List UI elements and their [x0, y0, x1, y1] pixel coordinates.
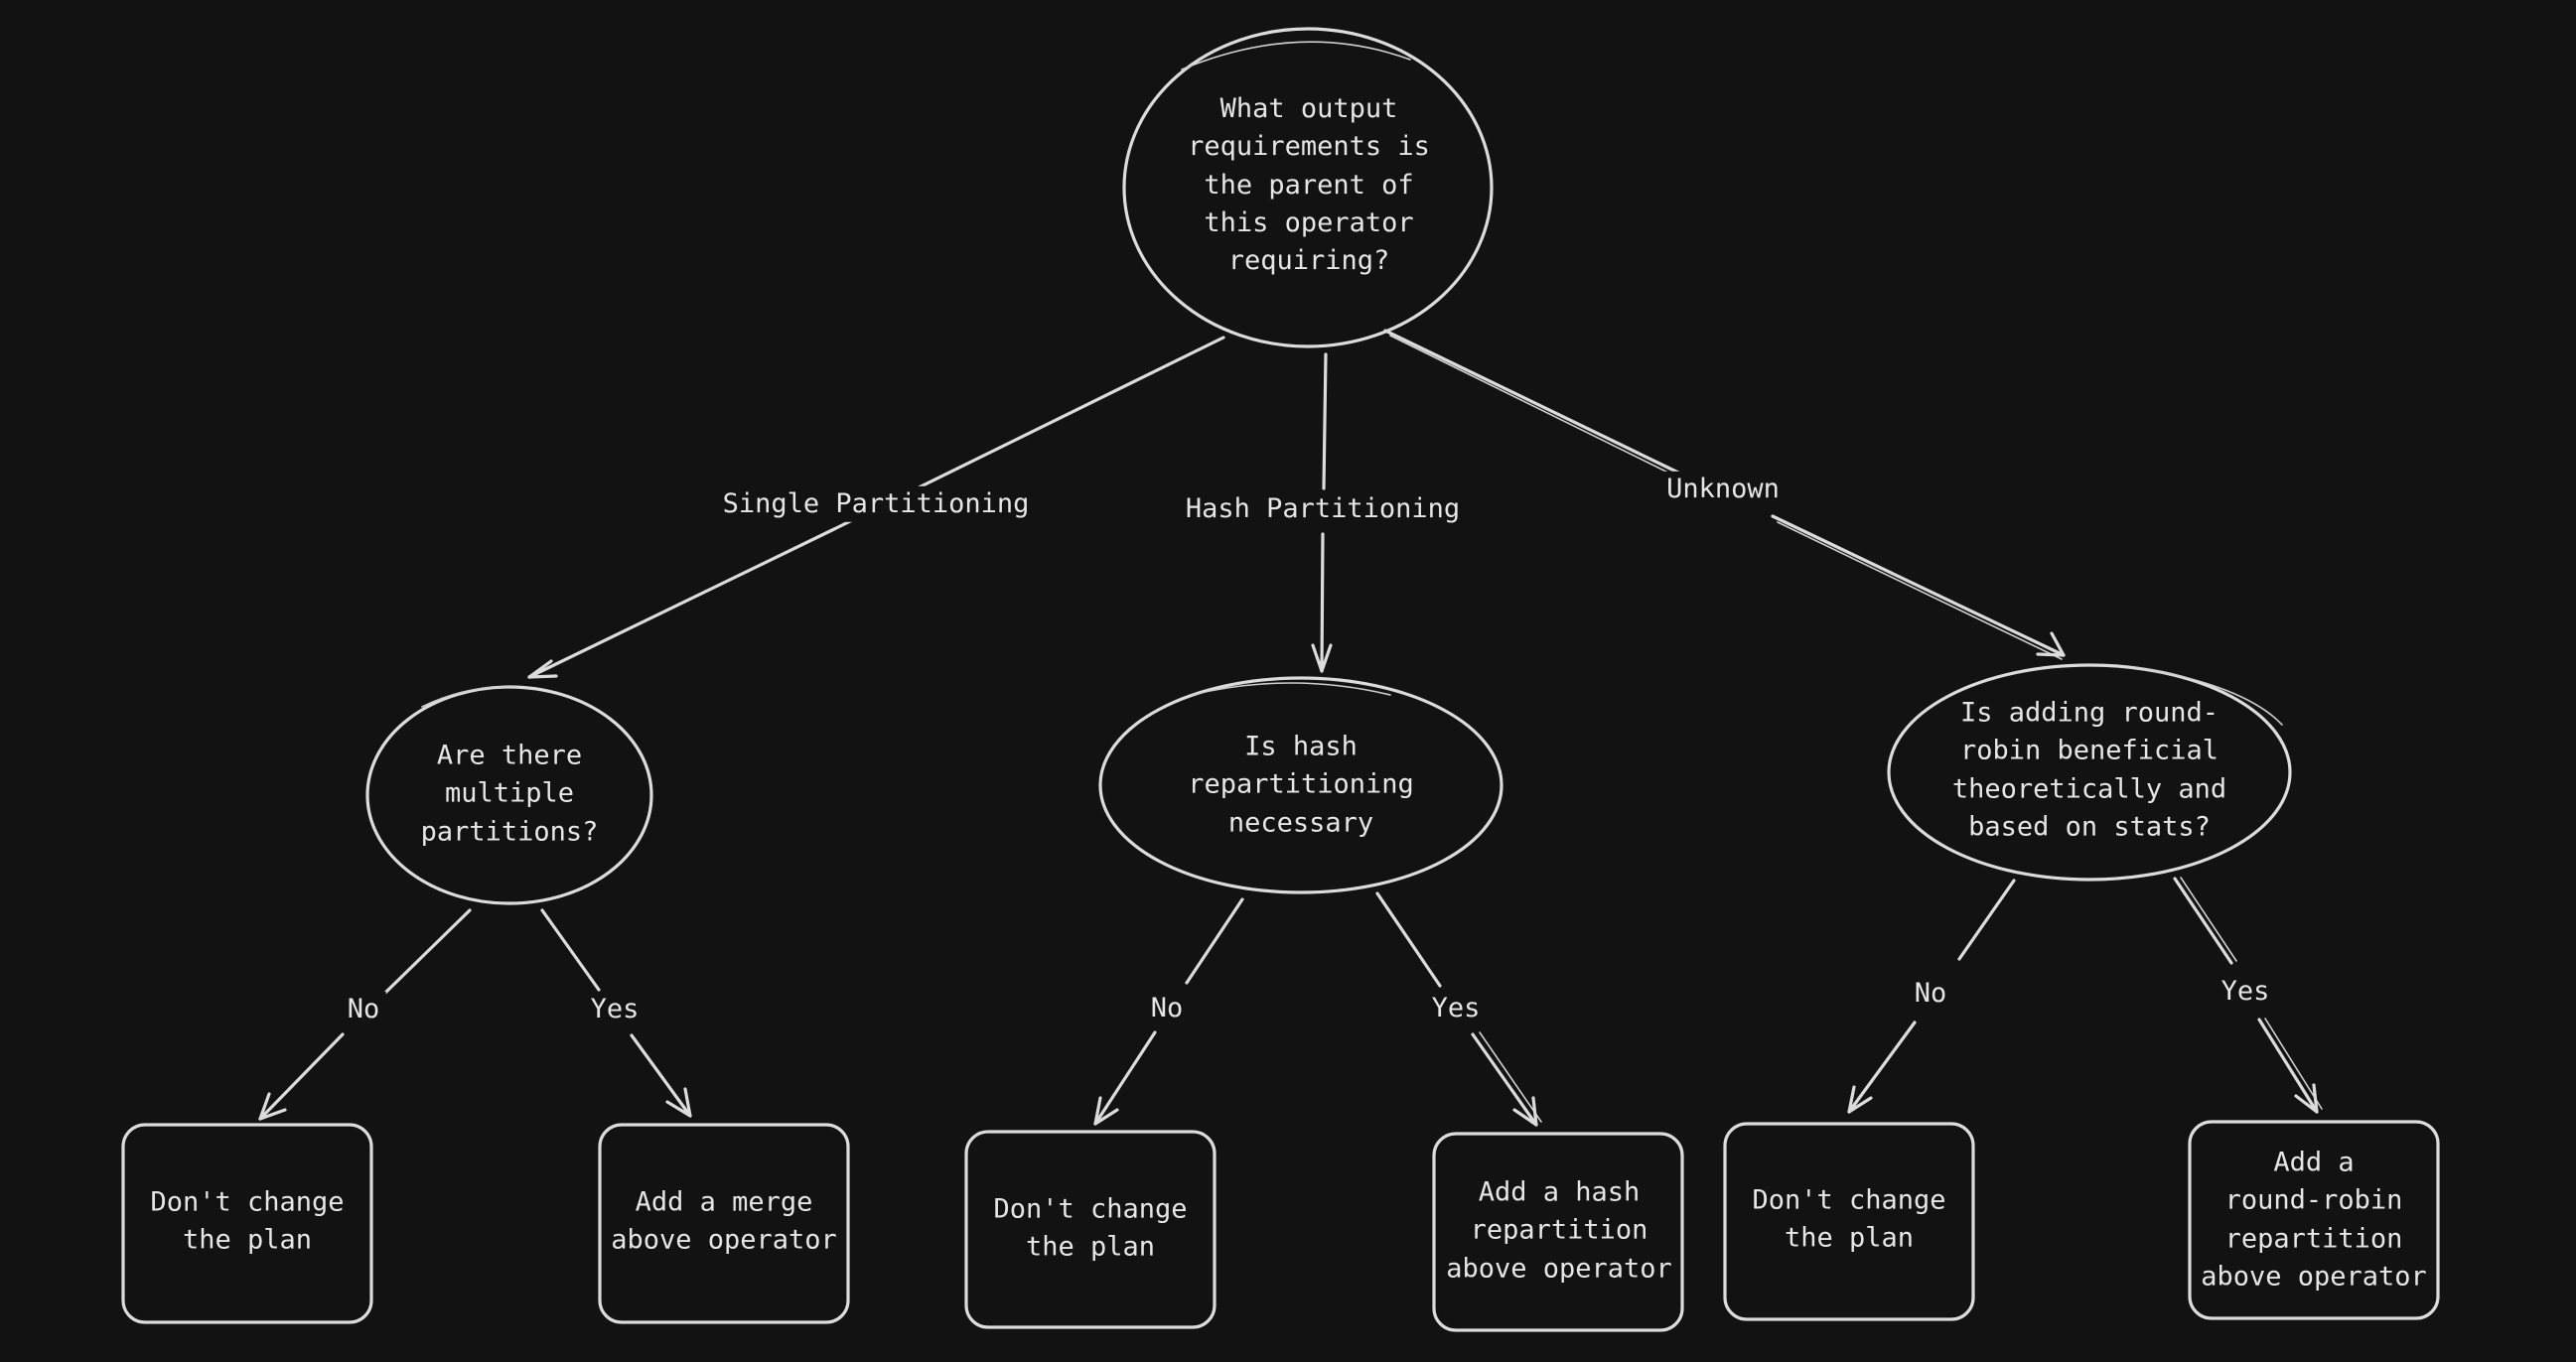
edge-label-unknown-yes: Yes: [2215, 973, 2276, 1011]
node-a-single-no-shape[interactable]: [121, 1123, 373, 1324]
node-a-hash-no-shape[interactable]: [964, 1130, 1216, 1329]
edge-single-yes[interactable]: [540, 908, 692, 1118]
edge-label-single-partitioning: Single Partitioning: [716, 485, 1036, 523]
node-a-hash-yes-text: Add a hash repartition above operator: [1446, 1176, 1672, 1285]
edge-label-unknown: Unknown: [1660, 471, 1786, 508]
node-a-unknown-no-text: Don't change the plan: [1752, 1184, 1946, 1254]
edge-label-single-yes: Yes: [584, 991, 645, 1028]
node-q-hash-text: Is hash repartitioning necessary: [1188, 731, 1414, 839]
edge-root-to-hash[interactable]: [1311, 352, 1333, 673]
node-a-single-no-text: Don't change the plan: [150, 1186, 345, 1256]
node-a-unknown-yes-shape[interactable]: [2188, 1120, 2440, 1320]
edge-unknown-yes[interactable]: [2173, 877, 2323, 1114]
edge-label-hash-partitioning: Hash Partitioning: [1179, 490, 1467, 528]
node-a-single-yes-shape[interactable]: [598, 1123, 850, 1324]
node-a-hash-no-text: Don't change the plan: [993, 1193, 1188, 1263]
node-q-unknown-shape[interactable]: [1887, 663, 2292, 882]
edge-root-to-unknown[interactable]: [1383, 329, 2066, 660]
edge-single-no[interactable]: [258, 908, 472, 1121]
edge-label-single-no: No: [341, 991, 386, 1028]
edge-unknown-no[interactable]: [1847, 879, 2016, 1114]
node-q-single-shape[interactable]: [365, 685, 653, 905]
node-a-single-yes-text: Add a merge above operator: [611, 1186, 837, 1256]
node-q-single-text: Are there multiple partitions?: [420, 740, 599, 848]
edge-label-unknown-no: No: [1908, 975, 1953, 1013]
edge-label-hash-no: No: [1144, 990, 1190, 1027]
node-root-text: What output requirements is the parent o…: [1188, 93, 1430, 277]
node-a-hash-yes-shape[interactable]: [1432, 1132, 1684, 1332]
node-q-hash-shape[interactable]: [1098, 676, 1503, 894]
node-q-unknown-text: Is adding round- robin beneficial theore…: [1951, 697, 2227, 843]
node-a-unknown-yes-text: Add a round-robin repartition above oper…: [2201, 1147, 2427, 1293]
edge-hash-no[interactable]: [1093, 897, 1244, 1126]
node-a-unknown-no-shape[interactable]: [1723, 1122, 1975, 1321]
edge-hash-yes[interactable]: [1375, 891, 1542, 1127]
edge-label-hash-yes: Yes: [1425, 990, 1487, 1027]
node-root-shape[interactable]: [1122, 27, 1494, 348]
